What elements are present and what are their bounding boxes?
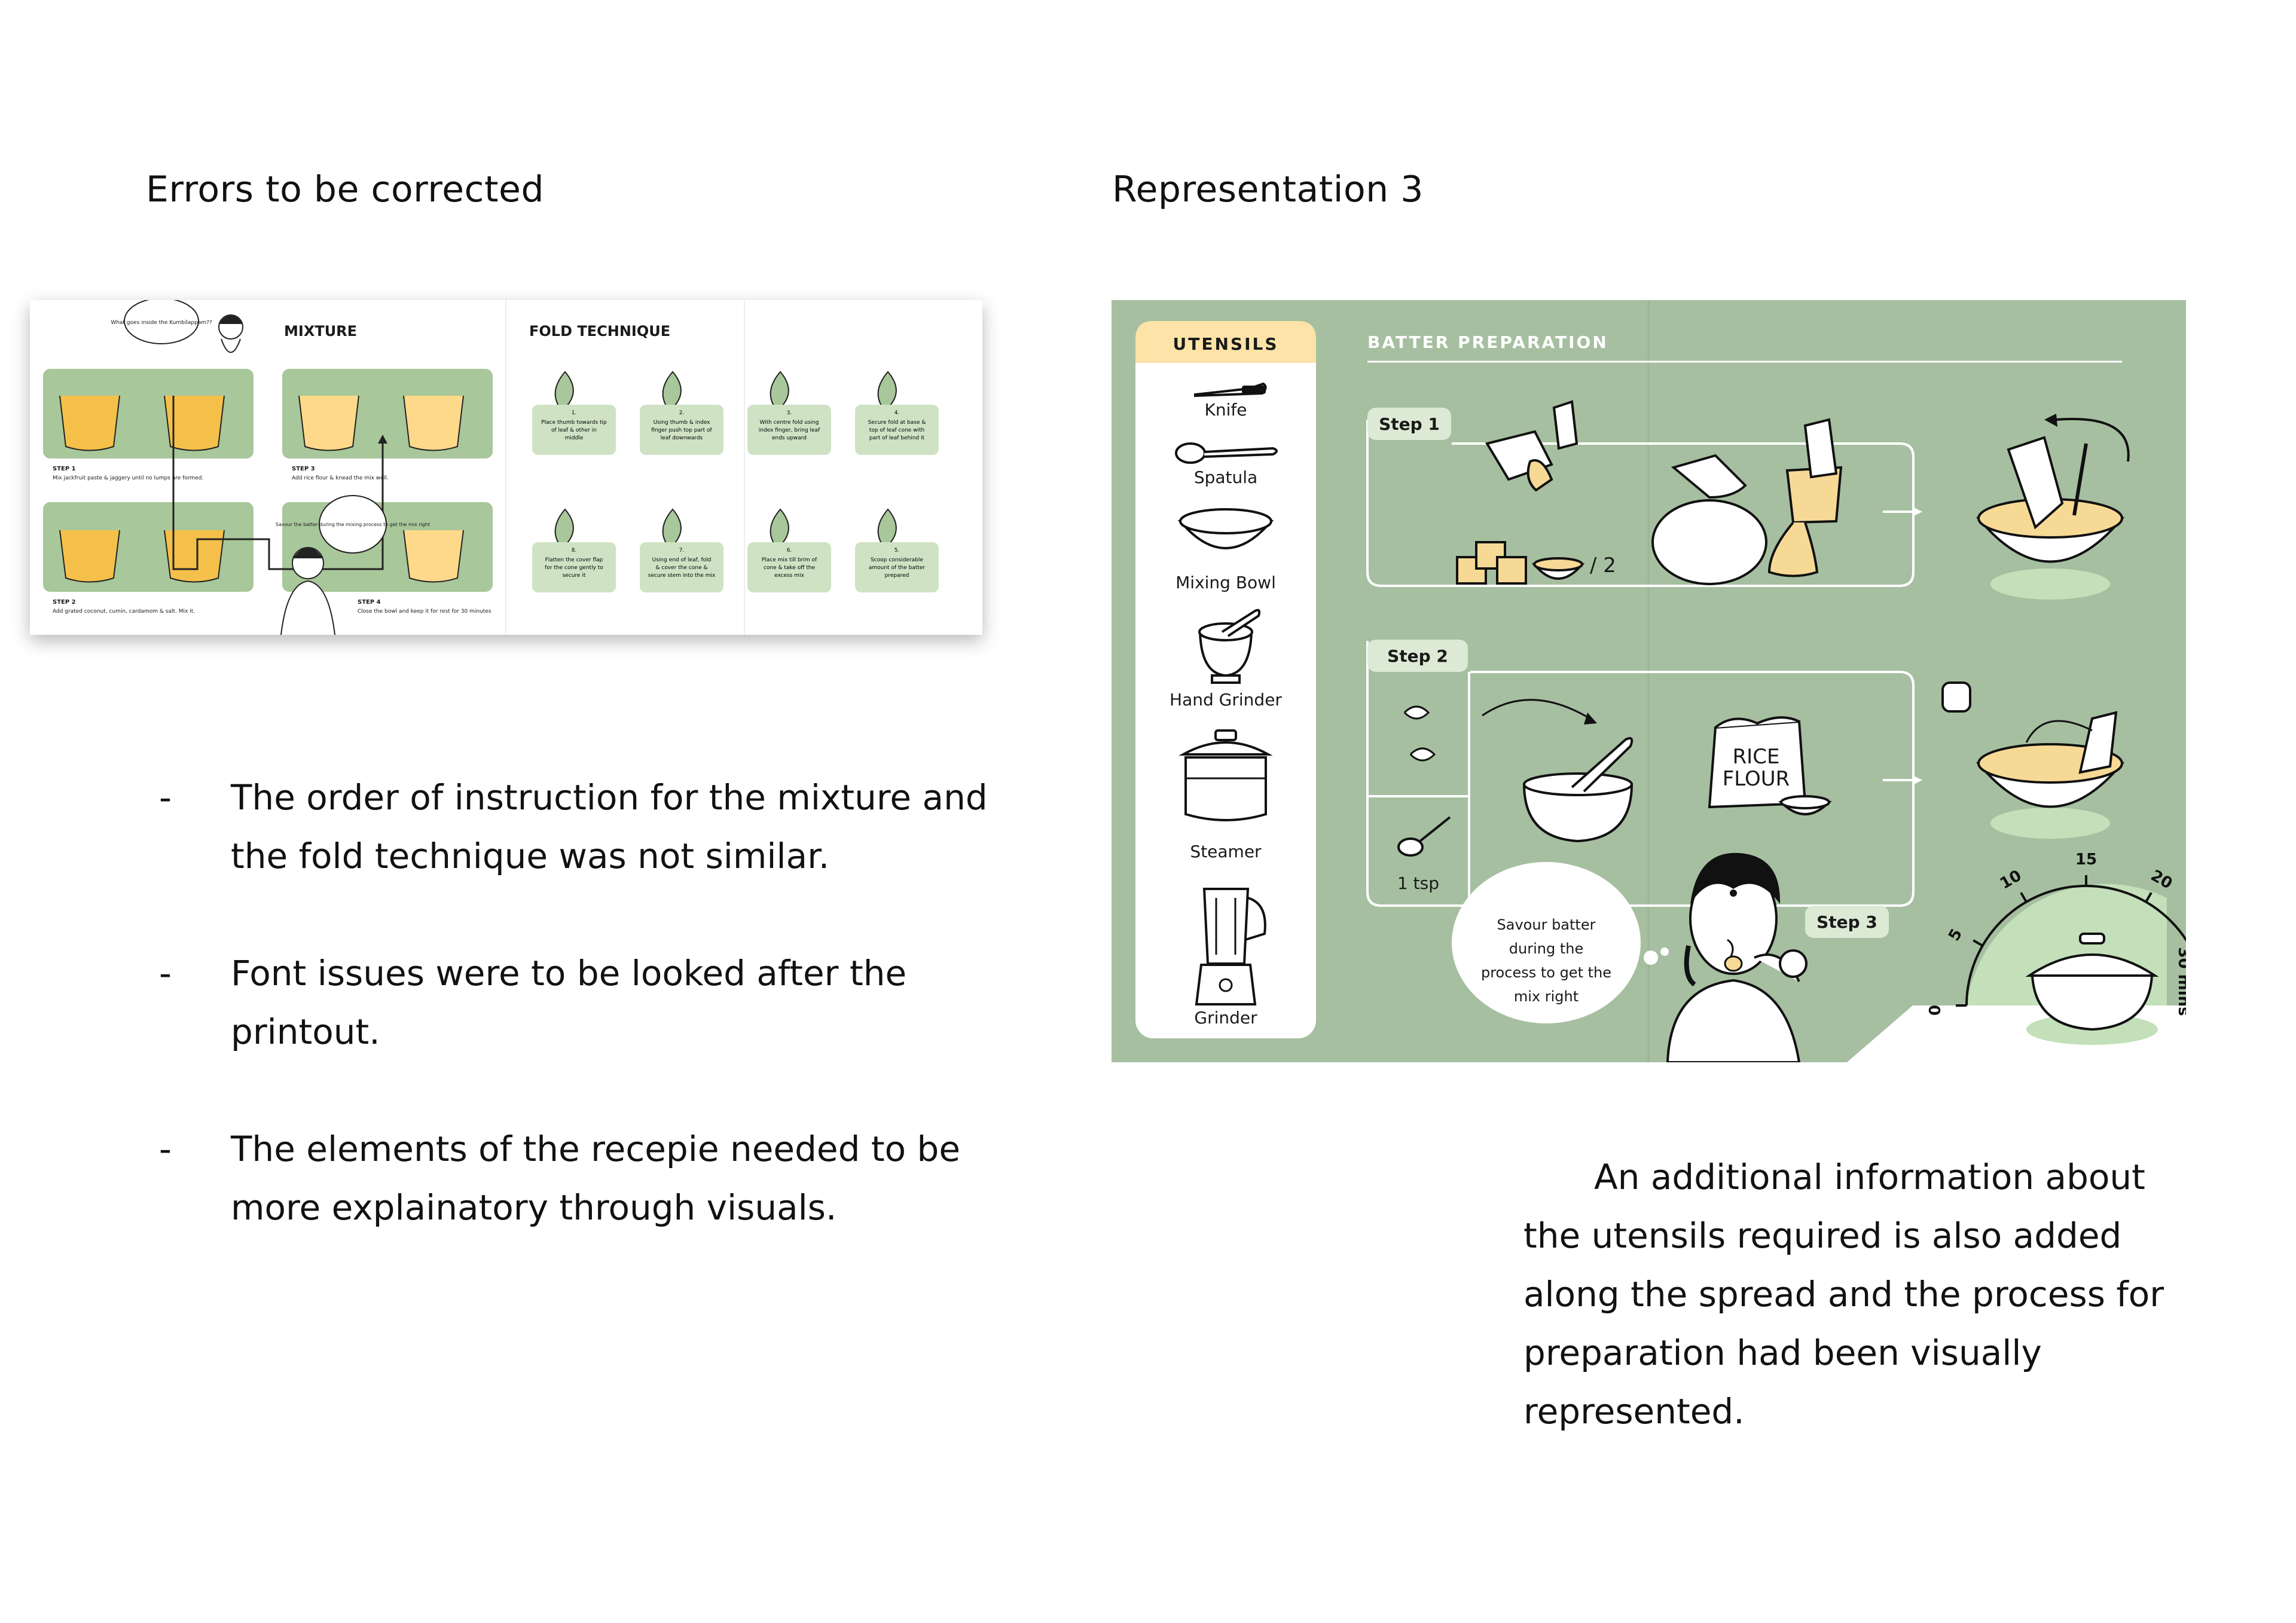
fold-step-number: 8. bbox=[572, 548, 577, 554]
step1-label: Step 1 bbox=[1379, 414, 1440, 434]
errors-heading: Errors to be corrected bbox=[146, 169, 545, 210]
fold-step-number: 2. bbox=[679, 410, 685, 416]
old-step-2-text: Add grated coconut, cumin, cardamom & sa… bbox=[53, 609, 195, 615]
speech-line-3: process to get the bbox=[1481, 964, 1611, 981]
timer-tick-label: 30 mins bbox=[2175, 947, 2186, 1016]
error-item: - The elements of the recepie needed to … bbox=[159, 1120, 1026, 1237]
utensil-steamer: Steamer bbox=[1190, 842, 1262, 861]
fraction-label: / 2 bbox=[1590, 554, 1616, 577]
fold-step-number: 6. bbox=[787, 548, 792, 554]
batter-preparation-title: BATTER PREPARATION bbox=[1367, 332, 1608, 352]
bullet-dash: - bbox=[159, 1129, 172, 1169]
utensil-grinder: Grinder bbox=[1194, 1008, 1257, 1028]
old-step-4-label: STEP 4 bbox=[358, 599, 381, 606]
old-mixture-title: MIXTURE bbox=[284, 323, 357, 340]
utensils-panel: UTENSILS Knife Spatula Mixing Bowl Hand … bbox=[1135, 321, 1316, 1038]
fold-step-text: Using thumb & index bbox=[654, 420, 711, 426]
timer-tick bbox=[2145, 892, 2152, 903]
old-savour-bubble: Savour the batter during the mixing proc… bbox=[276, 522, 430, 527]
old-fold-title: FOLD TECHNIQUE bbox=[529, 323, 670, 340]
fold-step-number: 1. bbox=[572, 410, 577, 416]
step2-label: Step 2 bbox=[1387, 646, 1448, 666]
fold-step-text: & cover the cone & bbox=[656, 565, 708, 571]
error-text: Font issues were to be looked after the … bbox=[231, 953, 907, 1052]
fold-step-text: leaf downwards bbox=[661, 435, 703, 441]
fold-step-text: amount of the batter bbox=[869, 565, 926, 571]
fold-step-text: cone & take off the bbox=[764, 565, 816, 571]
fold-step-number: 7. bbox=[679, 548, 685, 554]
fold-step-number: 5. bbox=[894, 548, 900, 554]
timer-tick-label: 10 bbox=[1997, 867, 2025, 893]
fold-step-number: 3. bbox=[787, 410, 792, 416]
fold-step-text: With centre fold using bbox=[760, 420, 819, 426]
fold-step-card: 4. Secure fold at base &top of leaf cone … bbox=[855, 371, 939, 455]
utensil-knife: Knife bbox=[1205, 400, 1247, 420]
tsp-label: 1 tsp bbox=[1397, 873, 1439, 893]
fold-step-text: for the cone gently to bbox=[545, 565, 603, 571]
fold-step-text: Flatten the cover flap bbox=[545, 557, 603, 563]
fold-step-text: part of leaf behind it bbox=[869, 435, 925, 441]
old-thought-bubble: What goes inside the Kumbilappam?? bbox=[111, 320, 212, 326]
fold-step-card: 8. Flatten the cover flap for the cone gen… bbox=[532, 508, 616, 592]
bullet-dash: - bbox=[159, 777, 172, 818]
timer-tick-label: 20 bbox=[2148, 867, 2175, 893]
speech-line-1: Savour batter bbox=[1497, 916, 1596, 933]
representation-note: An additional information about the uten… bbox=[1523, 1157, 2164, 1432]
step3-label: Step 3 bbox=[1816, 912, 1877, 932]
rice-flour-line2: FLOUR bbox=[1723, 767, 1790, 791]
timer-tick bbox=[1973, 939, 1983, 947]
fold-step-text: middle bbox=[565, 435, 584, 441]
fold-step-text: of leaf & other in bbox=[551, 427, 597, 433]
old-step-1-label: STEP 1 bbox=[53, 466, 76, 472]
timer-tick-label: 0 bbox=[1926, 1005, 1944, 1016]
old-step-3-text: Add rice flour & knead the mix well. bbox=[292, 475, 389, 481]
utensil-hand-grinder: Hand Grinder bbox=[1170, 690, 1282, 710]
fold-step-text: finger push top part of bbox=[651, 427, 712, 433]
speech-line-2: during the bbox=[1509, 940, 1583, 957]
representation-heading: Representation 3 bbox=[1112, 169, 1424, 210]
timer-tick-label: 15 bbox=[2075, 851, 2097, 869]
error-item: - The order of instruction for the mixtu… bbox=[159, 768, 1026, 885]
fold-step-card: 5. Scoop considerable amount of the batter… bbox=[855, 508, 939, 592]
fold-step-text: Using end of leaf, fold bbox=[652, 557, 712, 563]
timer-tick bbox=[2020, 892, 2028, 903]
timer-tick-label: 5 bbox=[1945, 926, 1966, 945]
fold-step-card: 7. Using end of leaf, fold & cover the con… bbox=[640, 508, 723, 592]
old-recipe-spread: What goes inside the Kumbilappam?? MIXTU… bbox=[30, 300, 982, 635]
fold-step-number: 4. bbox=[894, 410, 900, 416]
fold-step-text: Place thumb towards tip bbox=[541, 420, 607, 426]
fold-step-text: Secure fold at base & bbox=[868, 420, 926, 426]
new-recipe-spread: UTENSILS Knife Spatula Mixing Bowl Hand … bbox=[1112, 300, 2186, 1062]
utensil-spatula: Spatula bbox=[1194, 467, 1257, 487]
error-list: - The order of instruction for the mixtu… bbox=[159, 768, 1026, 1295]
fold-step-card: 6. Place mix till brim of cone & take off … bbox=[747, 508, 831, 592]
fold-step-text: prepared bbox=[885, 573, 909, 579]
fold-step-text: index finger, bring leaf bbox=[759, 427, 820, 433]
fold-step-text: secure stem into the mix bbox=[648, 573, 716, 579]
old-step-1-text: Mix jackfruit paste & jaggery until no l… bbox=[53, 475, 203, 481]
rice-flour-line1: RICE bbox=[1733, 745, 1780, 769]
old-step-2-label: STEP 2 bbox=[53, 599, 76, 606]
fold-step-text: ends upward bbox=[772, 435, 807, 441]
fold-step-text: secure it bbox=[563, 573, 586, 579]
fold-step-text: Scoop considerable bbox=[871, 557, 923, 563]
error-text: The order of instruction for the mixture… bbox=[231, 777, 988, 876]
error-item: - Font issues were to be looked after th… bbox=[159, 944, 1026, 1061]
old-step-4-text: Close the bowl and keep it for rest for … bbox=[358, 609, 491, 615]
fold-step-text: Place mix till brim of bbox=[762, 557, 817, 563]
fold-step-text: excess mix bbox=[774, 573, 805, 579]
girl-tasting-illustration bbox=[1666, 852, 1808, 1062]
speech-line-4: mix right bbox=[1514, 988, 1578, 1005]
old-step-3-label: STEP 3 bbox=[292, 466, 315, 472]
utensil-mixing-bowl: Mixing Bowl bbox=[1176, 573, 1276, 592]
bullet-dash: - bbox=[159, 953, 172, 994]
fold-step-text: top of leaf cone with bbox=[869, 427, 924, 433]
error-text: The elements of the recepie needed to be… bbox=[231, 1129, 961, 1228]
utensils-title: UTENSILS bbox=[1173, 334, 1279, 354]
